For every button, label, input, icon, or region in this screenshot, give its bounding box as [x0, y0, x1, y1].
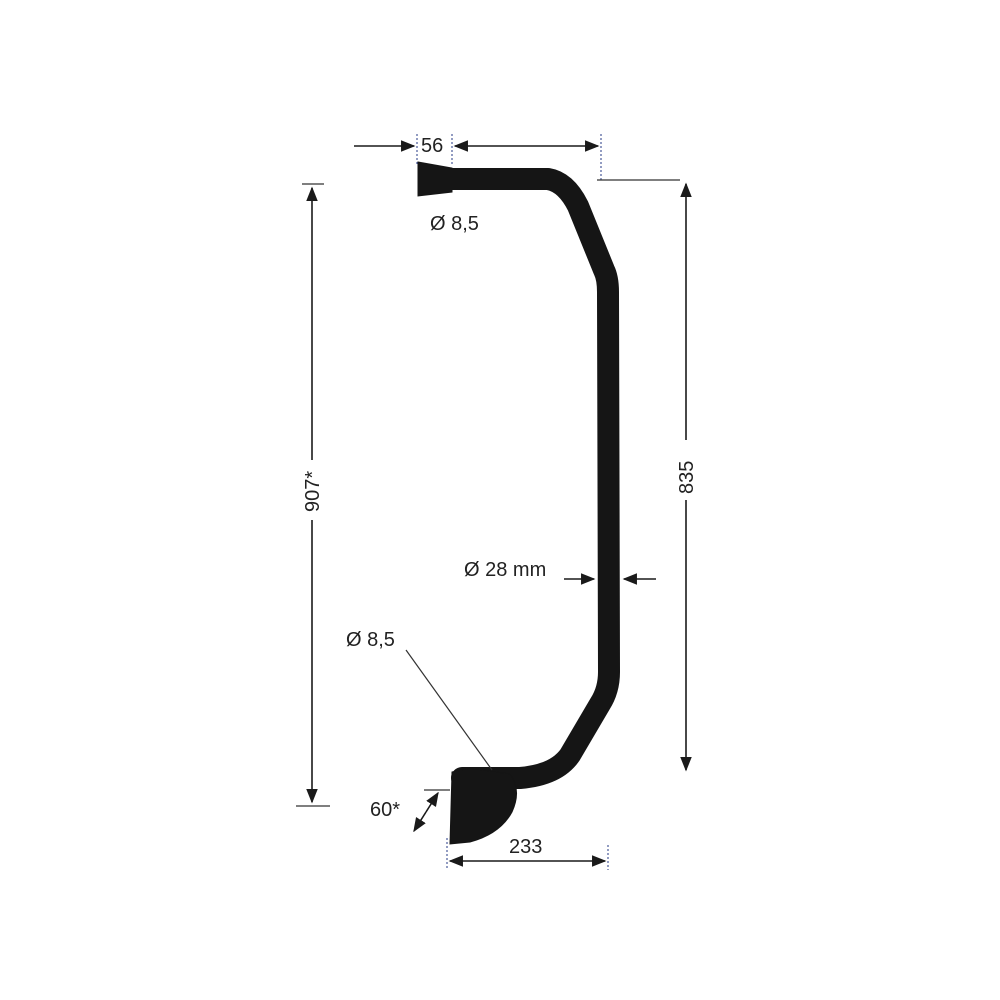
dimension-bottom-angle: 60*	[370, 789, 450, 833]
top-mount-flange	[417, 161, 453, 197]
bottom-angle-label: 60*	[370, 799, 400, 821]
top-hole-label: Ø 8,5	[430, 213, 479, 235]
bottom-hole-label: Ø 8,5	[346, 629, 395, 651]
top-offset-label: 56	[421, 135, 443, 157]
mirror-arm	[417, 161, 620, 845]
bottom-mount-foot	[449, 767, 517, 845]
tube-diameter-label: Ø 28 mm	[464, 559, 546, 581]
dimension-bottom-hole: Ø 8,5	[346, 629, 493, 771]
dimension-bottom-width: 233	[446, 836, 609, 870]
overall-height-label: 907*	[302, 471, 324, 512]
dimension-tube-diameter: Ø 28 mm	[464, 559, 656, 585]
dimension-inner-height: 835	[597, 179, 698, 772]
bottom-width-label: 233	[509, 836, 542, 858]
dimension-overall-height: 907*	[296, 183, 330, 807]
dimension-top-offset: 56	[354, 134, 602, 180]
mirror-arm-tube	[419, 168, 620, 789]
inner-height-label: 835	[676, 461, 698, 494]
